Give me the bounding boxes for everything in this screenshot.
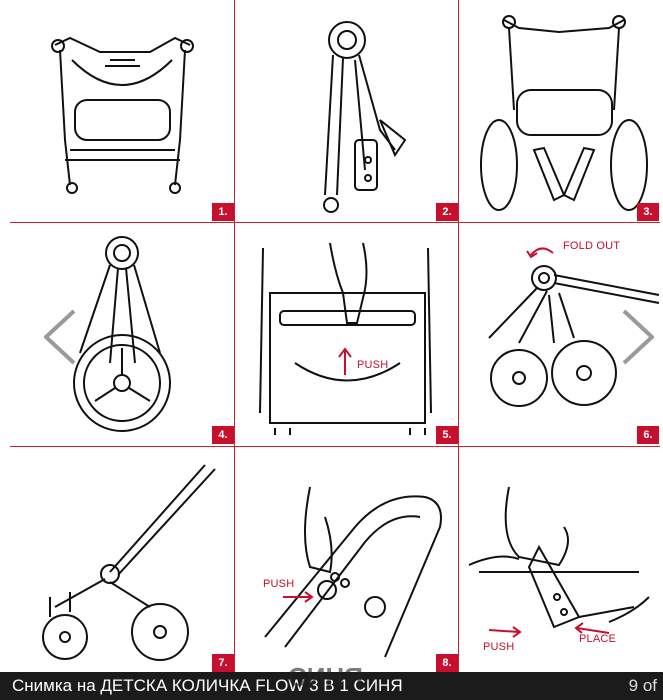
panel-3: 3.	[459, 0, 660, 222]
unfolding-stroller-illustration	[488, 265, 660, 407]
chevron-right-icon	[621, 308, 656, 366]
rotate-arrow-icon	[526, 247, 554, 259]
step-number-badge: 1.	[212, 203, 234, 221]
grid-divider	[10, 222, 660, 223]
push-instruction-label: PUSH	[357, 359, 389, 371]
step-number-badge: 5.	[436, 426, 458, 444]
fold-out-instruction-label: FOLD OUT	[563, 240, 621, 252]
panel-9: PUSH PLACE	[459, 447, 660, 672]
next-image-button[interactable]	[618, 305, 658, 369]
panel-6: FOLD OUT 6.	[459, 223, 660, 446]
folded-stroller-side-illustration	[323, 21, 407, 213]
locking-latch-illustration	[264, 486, 442, 658]
step-number-badge: 3.	[637, 203, 659, 221]
unfolded-stroller-frame-illustration	[42, 464, 216, 661]
step-number-badge: 8.	[436, 654, 458, 672]
background-listing-title: СИНЯ	[288, 662, 363, 692]
image-caption-bar: Снимка на ДЕТСКА КОЛИЧКА FLOW 3 В 1 СИНЯ…	[0, 672, 663, 700]
folded-stroller-wheel-illustration	[73, 236, 171, 432]
carrycot-adapter-illustration	[468, 486, 650, 629]
grid-divider	[234, 0, 235, 672]
grid-divider	[10, 446, 660, 447]
stroller-frame-rear-illustration	[480, 15, 648, 211]
panel-5: PUSH 5.	[235, 223, 458, 446]
panel-7: 7.	[10, 447, 234, 672]
push-instruction-label: PUSH	[483, 641, 515, 653]
step-number-badge: 7.	[212, 654, 234, 672]
push-place-arrows-icon	[488, 622, 610, 638]
panel-2: 2.	[235, 0, 458, 222]
image-caption-title: Снимка на ДЕТСКА КОЛИЧКА FLOW 3 В 1 СИНЯ	[12, 676, 403, 695]
panel-1: 1.	[10, 0, 234, 222]
image-counter: 9 of	[628, 676, 657, 695]
panel-8: PUSH 8.	[235, 447, 458, 672]
push-instruction-label: PUSH	[263, 578, 295, 590]
place-instruction-label: PLACE	[579, 633, 617, 645]
step-number-badge: 4.	[212, 426, 234, 444]
stroller-frame-front-illustration	[51, 36, 194, 194]
grid-divider	[458, 0, 459, 672]
panel-4: 4.	[10, 223, 234, 446]
previous-image-button[interactable]	[40, 305, 80, 369]
step-number-badge: 6.	[637, 426, 659, 444]
chevron-left-icon	[42, 308, 77, 366]
push-arrow-icon	[283, 591, 314, 603]
push-arrow-icon	[338, 347, 352, 375]
handlebar-push-illustration	[259, 242, 432, 435]
step-number-badge: 2.	[436, 203, 458, 221]
instruction-grid: 1. 2.	[10, 0, 660, 672]
